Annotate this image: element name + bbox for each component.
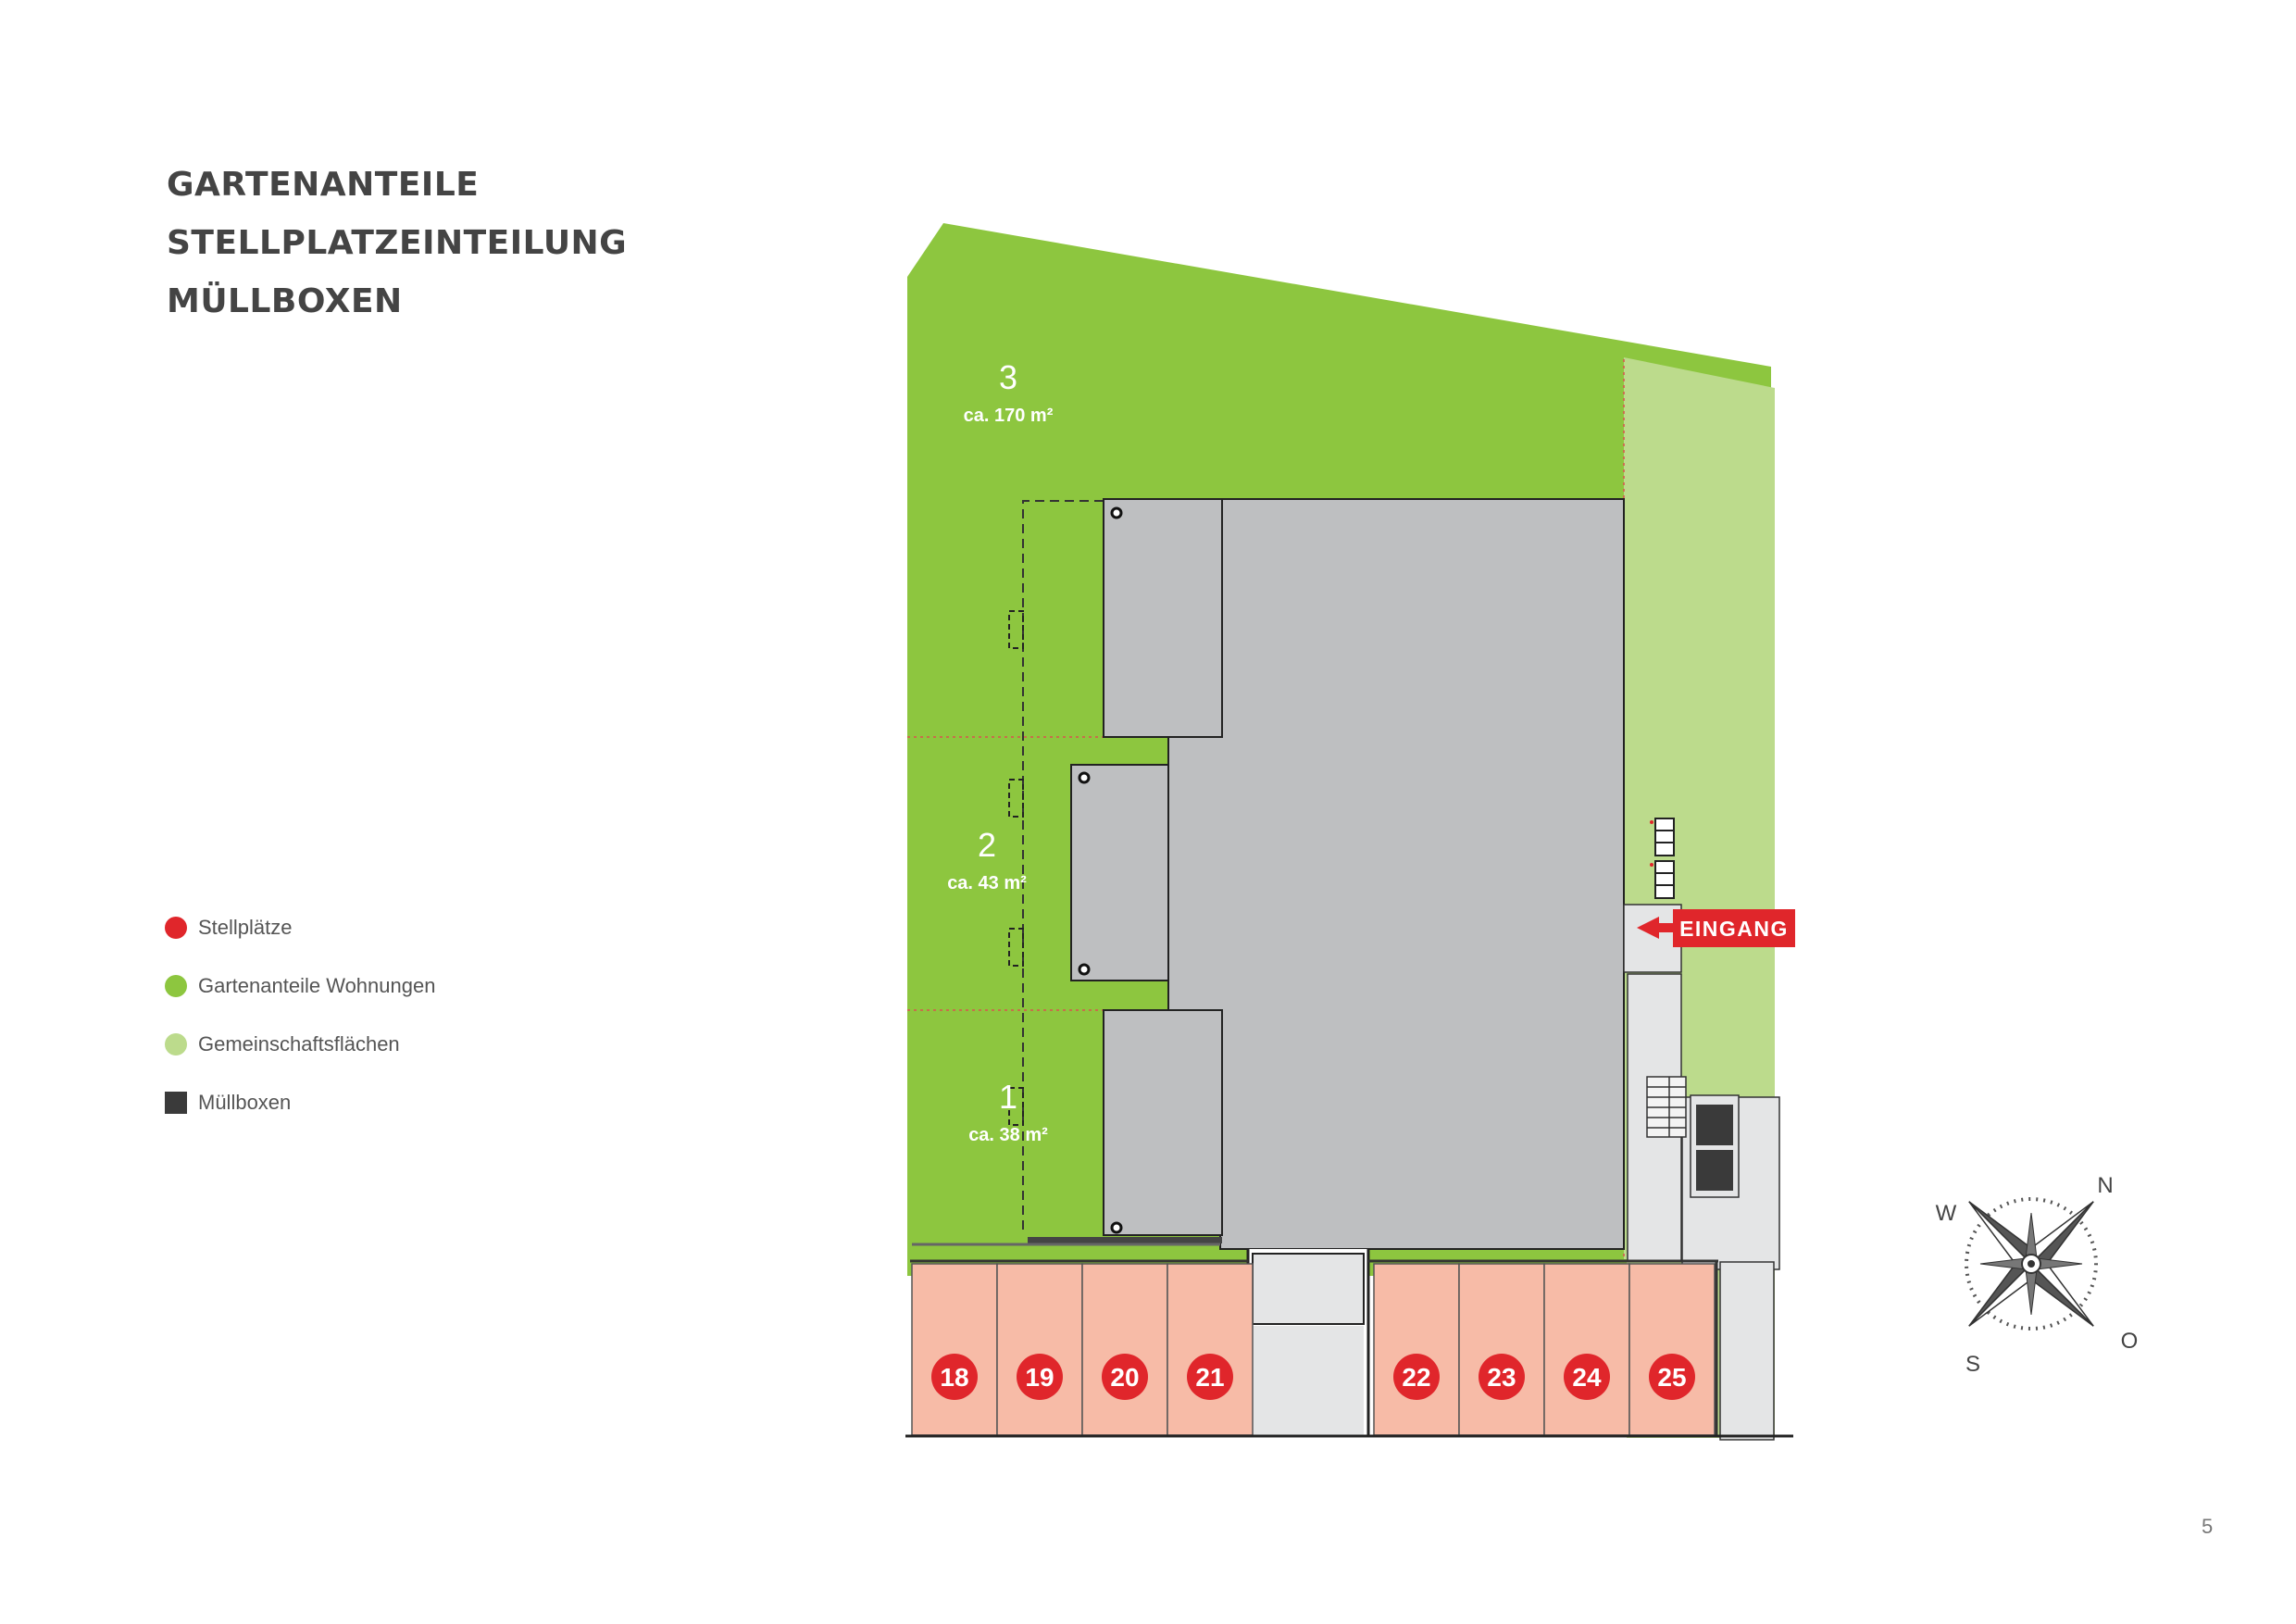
parking-marker-circle [931, 1354, 978, 1400]
legend-swatch-muellboxen [165, 1091, 187, 1114]
legend: Stellplätze Gartenanteile Wohnungen Geme… [165, 898, 435, 1131]
parking-number: 19 [1025, 1363, 1054, 1392]
garden-label-1: 1 ca. 38 m² [968, 1078, 1048, 1145]
parking-marker-19: 19 [1017, 1354, 1063, 1400]
parking-number: 24 [1572, 1363, 1602, 1392]
terrace-boundary [1022, 500, 1104, 1235]
legend-label: Müllboxen [198, 1090, 292, 1114]
garden-fence [1028, 1237, 1222, 1243]
compass-rose-icon [1965, 1197, 2098, 1330]
parking-marker-circle [1187, 1354, 1233, 1400]
drain-markers [1078, 506, 1123, 1234]
compass-label-north: N [2097, 1173, 2113, 1198]
legend-swatch-gartenanteile [165, 974, 187, 997]
heading-line-muellboxen: MÜLLBOXEN [167, 282, 403, 320]
parking-number: 22 [1402, 1363, 1430, 1392]
parking-marker-circle [1017, 1354, 1063, 1400]
page-number: 5 [2202, 1515, 2214, 1538]
parking-marker-22: 22 [1393, 1354, 1440, 1400]
parking-marker-21: 21 [1187, 1354, 1233, 1400]
parking-marker-25: 25 [1649, 1354, 1695, 1400]
legend-label: Stellplätze [198, 915, 293, 939]
heading-line-gartenanteile: GARTENANTEILE [167, 166, 480, 204]
entrance-arrow-icon [1637, 917, 1678, 939]
fence-markers [1008, 610, 1024, 1126]
legend-label: Gartenanteile Wohnungen [198, 973, 436, 997]
legend-item-gartenanteile: Gartenanteile Wohnungen [165, 956, 435, 1015]
parking-marker-23: 23 [1479, 1354, 1525, 1400]
building [1070, 498, 1625, 1250]
parking-number: 23 [1487, 1363, 1516, 1392]
garden-label-3: 3 ca. 170 m² [964, 358, 1054, 426]
legend-label: Gemeinschaftsflächen [198, 1031, 400, 1056]
entrance-label: EINGANG [1679, 917, 1789, 941]
garden-label-2: 2 ca. 43 m² [947, 826, 1027, 893]
mailbox-dot [1650, 820, 1653, 824]
access-path [1253, 1326, 1364, 1435]
legend-swatch-stellplaetze [165, 916, 187, 939]
parking-marker-circle [1564, 1354, 1610, 1400]
parking-marker-20: 20 [1102, 1354, 1148, 1400]
garden-area-label: ca. 43 m² [947, 873, 1027, 893]
mailbox-icons [1654, 818, 1675, 899]
parking-marker-circle [1102, 1354, 1148, 1400]
parking-number: 25 [1657, 1363, 1686, 1392]
compass-label-east: O [2121, 1329, 2139, 1354]
legend-item-muellboxen: Müllboxen [165, 1073, 435, 1131]
garden-area-label: ca. 170 m² [964, 406, 1054, 426]
stairs [1646, 1076, 1687, 1138]
garden-number: 2 [978, 826, 996, 864]
compass-center-dot [2028, 1260, 2035, 1268]
compass-label-west: W [1936, 1201, 1957, 1226]
entrance-sign-box [1673, 909, 1795, 947]
garden-area-label: ca. 38 m² [968, 1125, 1048, 1145]
parking-number: 18 [940, 1363, 968, 1392]
legend-swatch-gemeinschaftsflaechen [165, 1032, 187, 1056]
parking-marker-circle [1479, 1354, 1525, 1400]
garden-number: 3 [999, 358, 1017, 396]
access-path [1252, 1253, 1365, 1325]
parking-number: 21 [1195, 1363, 1224, 1392]
garden-number: 1 [999, 1078, 1017, 1116]
legend-item-gemeinschaftsflaechen: Gemeinschaftsflächen [165, 1015, 435, 1073]
waste-boxes [1690, 1094, 1740, 1198]
parking-marker-circle [1649, 1354, 1695, 1400]
heading-line-stellplatzeinteilung: STELLPLATZEINTEILUNG [167, 224, 628, 262]
legend-item-stellplaetze: Stellplätze [165, 898, 435, 956]
parking-marker-24: 24 [1564, 1354, 1610, 1400]
parking-number: 20 [1110, 1363, 1139, 1392]
parking-marker-18: 18 [931, 1354, 978, 1400]
parking-marker-circle [1393, 1354, 1440, 1400]
mailbox-dot [1650, 863, 1653, 867]
compass-label-south: S [1965, 1352, 1980, 1377]
page-heading: GARTENANTEILE STELLPLATZEINTEILUNG MÜLLB… [167, 156, 627, 331]
entrance-sign: EINGANG [1637, 909, 1795, 947]
